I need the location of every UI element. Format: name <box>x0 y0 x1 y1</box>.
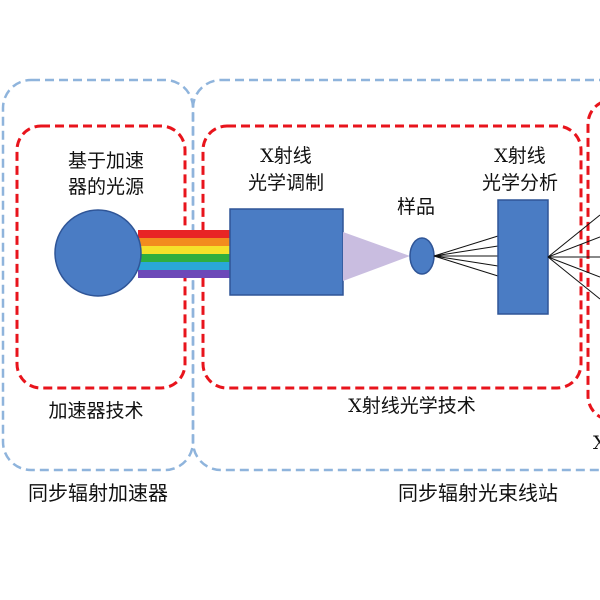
rays-to-detector <box>547 214 600 300</box>
label-optics-mod-1: X射线 <box>260 145 312 167</box>
label-optics-analysis-2: 光学分析 <box>482 172 558 194</box>
label-xray-optics-tech: X射线光学技术 <box>348 395 476 417</box>
label-accel-source-1: 基于加速 <box>68 150 144 172</box>
label-optics-mod-2: 光学调制 <box>248 172 324 194</box>
label-optics-analysis-1: X射线 <box>494 145 546 167</box>
optics-modulation-box <box>229 208 344 296</box>
optics-analysis-box <box>497 199 549 315</box>
label-accel-tech: 加速器技术 <box>48 400 143 422</box>
light-source-circle <box>54 209 142 297</box>
focus-cone <box>343 232 410 281</box>
sample-ellipse <box>409 237 435 275</box>
caption-sync-accelerator: 同步辐射加速器 <box>28 481 168 505</box>
group-accel-tech-inner <box>15 124 187 390</box>
group-cut-off-inner <box>586 101 600 419</box>
caption-sync-beamline: 同步辐射光束线站 <box>398 481 558 505</box>
rainbow-beam <box>138 230 230 278</box>
scatter-rays-to-analyzer <box>433 235 499 277</box>
label-accel-source-2: 器的光源 <box>68 176 144 198</box>
label-cut-off-x: X <box>593 432 600 454</box>
label-sample: 样品 <box>397 196 435 218</box>
